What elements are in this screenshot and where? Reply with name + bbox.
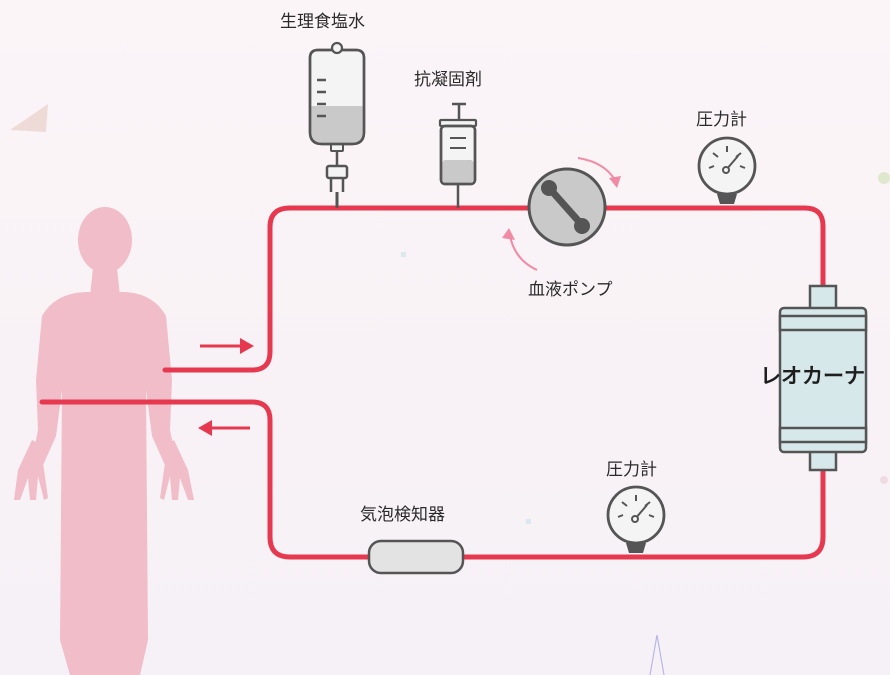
flow-arrow-out <box>198 420 250 436</box>
bubble-detector-label: 気泡検知器 <box>360 505 445 525</box>
decorative-triangle <box>10 104 48 132</box>
blood-circuit-tube <box>39 205 826 560</box>
syringe-icon <box>438 102 478 208</box>
pressure-gauge-bottom-label: 圧力計 <box>606 460 657 480</box>
rotation-arrowhead <box>502 228 515 240</box>
decorative-dot <box>880 476 888 484</box>
pressure-gauge-icon <box>697 136 757 204</box>
rheocarna-label: レオカーナ <box>760 364 865 388</box>
saline-label: 生理食塩水 <box>280 12 365 32</box>
filter-column-icon <box>778 284 868 472</box>
decorative-dot <box>401 252 406 257</box>
rotation-arrow-icon <box>509 157 616 271</box>
pressure-gauge-top-label: 圧力計 <box>696 110 747 130</box>
rotation-arrowhead <box>609 176 621 188</box>
anticoagulant-label: 抗凝固剤 <box>414 70 482 90</box>
blood-pump-label: 血液ポンプ <box>528 280 613 300</box>
saline-bag-icon <box>308 41 366 208</box>
decorative-dot <box>526 519 531 524</box>
blood-pump-icon <box>527 167 607 247</box>
human-body-icon <box>14 207 194 675</box>
flow-arrow-in <box>200 338 254 354</box>
bubble-detector-icon <box>367 539 465 575</box>
decorative-line <box>649 634 665 675</box>
decorative-dot <box>878 172 890 184</box>
pressure-gauge-icon <box>606 485 666 553</box>
